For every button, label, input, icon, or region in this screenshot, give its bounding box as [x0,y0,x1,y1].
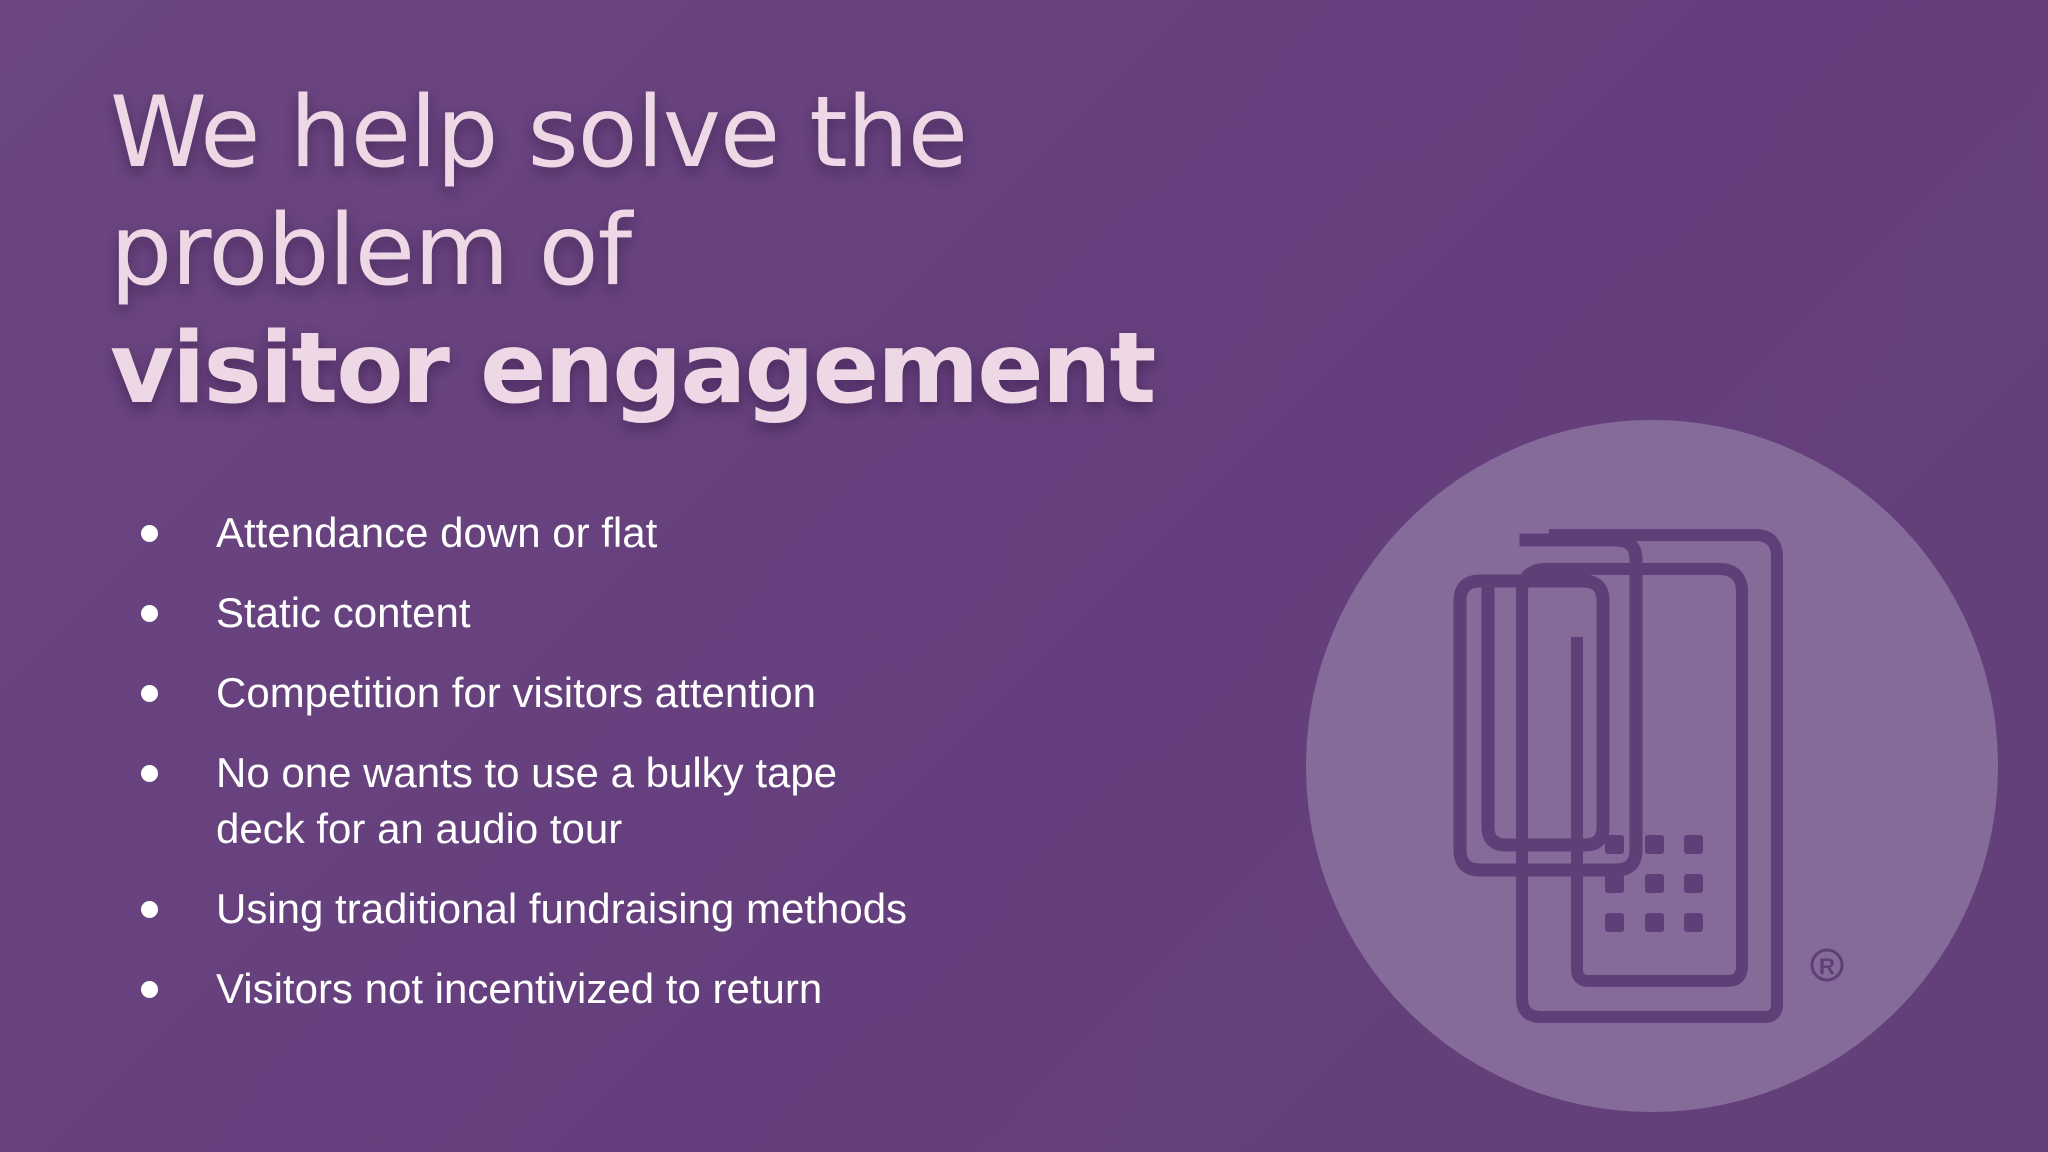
registered-mark: R [1810,948,1844,982]
bullet-text: No one wants to use a bulky tape deck fo… [216,749,838,852]
bullet-text: Visitors not incentivized to return [216,965,823,1012]
bullet-item: Attendance down or flat [138,505,1018,561]
bullet-dot-icon [141,765,158,782]
bullet-item: Using traditional fundraising methods [138,881,1018,937]
bullet-item: Static content [138,585,1018,641]
slide-headline: We help solve the problem of visitor eng… [110,74,1260,428]
bullet-dot-icon [141,901,158,918]
bullet-text: Using traditional fundraising methods [216,885,908,932]
bullet-dot-icon [141,605,158,622]
bullet-dot-icon [141,685,158,702]
mobile-device-logo-icon: R [1453,529,1844,1023]
bullet-item: No one wants to use a bulky tape deck fo… [138,745,896,857]
headline-line-2: problem of [110,194,632,308]
headline-line-3: visitor engagement [110,312,1156,426]
bullet-item: Visitors not incentivized to return [138,961,1018,1017]
bullet-text: Attendance down or flat [216,509,658,556]
headline-line-1: We help solve the [110,76,968,190]
bullet-text: Static content [216,589,471,636]
logo-circle: R [1306,420,1998,1112]
bullet-text: Competition for visitors attention [216,669,816,716]
svg-text:R: R [1819,954,1835,979]
bullet-dot-icon [141,981,158,998]
bullet-list: Attendance down or flat Static content C… [138,505,1018,1041]
bullet-dot-icon [141,525,158,542]
bullet-item: Competition for visitors attention [138,665,1018,721]
